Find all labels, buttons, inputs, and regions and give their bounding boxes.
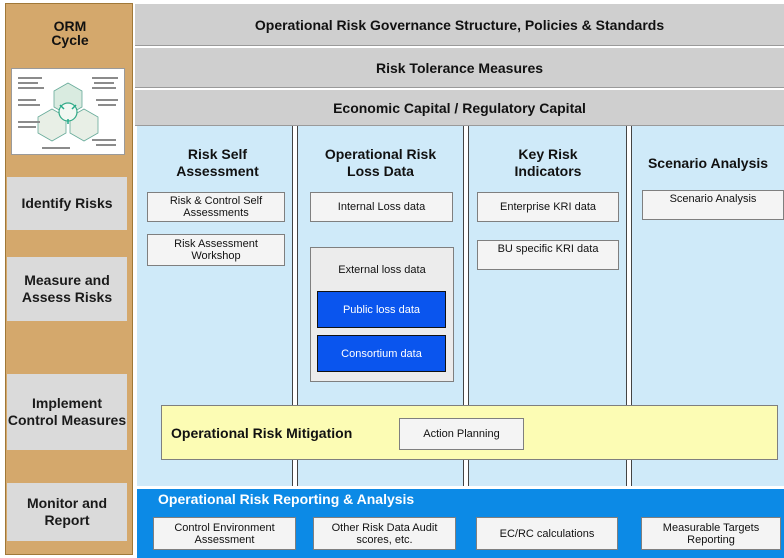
enterprise-kri-box: Enterprise KRI data	[477, 192, 619, 222]
capital-banner: Economic Capital / Regulatory Capital	[135, 89, 784, 126]
orm-cycle-title: ORM Cycle	[51, 18, 89, 48]
risk-workshop-box: Risk Assessment Workshop	[147, 234, 285, 266]
stage-implement-control-measures: Implement Control Measures	[7, 374, 127, 450]
governance-banner: Operational Risk Governance Structure, P…	[135, 3, 784, 46]
cycle-diagram-icon	[18, 77, 118, 149]
risk-tolerance-banner: Risk Tolerance Measures	[135, 47, 784, 88]
scenario-title: Scenario Analysis	[647, 155, 769, 171]
orm-cycle-thumbnail	[11, 68, 125, 155]
reporting-title: Operational Risk Reporting & Analysis	[158, 491, 415, 507]
other-risk-data-box: Other Risk Data Audit scores, etc.	[313, 517, 456, 550]
column-divider	[292, 126, 298, 486]
stage-monitor-report: Monitor and Report	[7, 483, 127, 541]
rsa-title: Risk Self Assessment	[176, 146, 259, 179]
measurable-targets-box: Measurable Targets Reporting	[641, 517, 781, 550]
mitigation-title: Operational Risk Mitigation	[171, 425, 353, 441]
public-loss-box: Public loss data	[317, 291, 446, 328]
action-planning-box: Action Planning	[399, 418, 524, 450]
external-loss-label: External loss data	[338, 264, 426, 276]
rcsa-box: Risk & Control Self Assessments	[147, 192, 285, 222]
bu-kri-box: BU specific KRI data	[477, 240, 619, 270]
ecrc-box: EC/RC calculations	[476, 517, 618, 550]
control-env-box: Control Environment Assessment	[153, 517, 296, 550]
internal-loss-box: Internal Loss data	[310, 192, 453, 222]
column-divider	[463, 126, 469, 486]
stage-identify-risks: Identify Risks	[7, 177, 127, 230]
loss-data-title: Operational Risk Loss Data	[324, 146, 437, 179]
scenario-box: Scenario Analysis	[642, 190, 784, 220]
kri-title: Key Risk Indicators	[514, 146, 582, 179]
stage-measure-assess-risks: Measure and Assess Risks	[7, 257, 127, 321]
column-divider	[626, 126, 632, 486]
consortium-box: Consortium data	[317, 335, 446, 372]
